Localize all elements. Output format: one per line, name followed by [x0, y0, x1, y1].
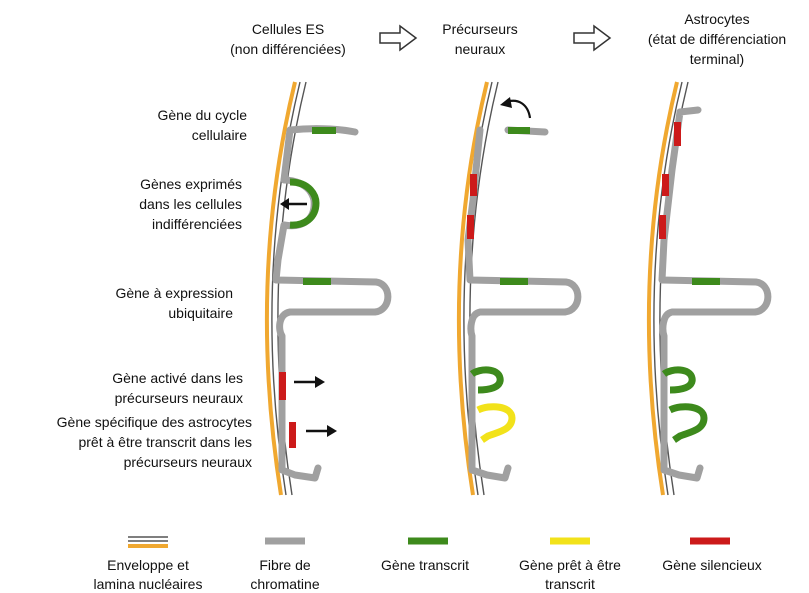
gene-silenced-activated — [279, 372, 286, 400]
gene-silenced-undiff-upper — [662, 174, 669, 196]
gene-transcribed-ubiquitous — [500, 278, 528, 285]
legend-chromatin: Fibre de chromatine — [250, 541, 319, 592]
header-es-cells: Cellules ES (non différenciées) — [230, 21, 346, 57]
gene-transcribed-activated — [472, 370, 500, 390]
label-cell-cycle-line2: cellulaire — [192, 127, 247, 143]
legend-chromatin-line2: chromatine — [250, 576, 319, 592]
label-activated-line2: précurseurs neuraux — [115, 390, 243, 406]
label-activated-line1: Gène activé dans les — [112, 370, 243, 386]
legend-ready: Gène prêt à être transcrit — [519, 541, 621, 592]
gene-transcribed-activated — [664, 370, 692, 390]
gene-silenced-undiff-lower — [467, 215, 474, 239]
gene-silenced-undiff-lower — [659, 215, 666, 239]
arrow-right-activated-icon — [294, 376, 325, 388]
gene-transcribed-ubiquitous — [303, 278, 331, 285]
legend-chromatin-line1: Fibre de — [259, 557, 311, 573]
label-undifferentiated-genes: Gènes exprimés dans les cellules indiffé… — [139, 176, 242, 232]
panel-neural-precursors — [459, 82, 578, 495]
header-astro-line3: terminal) — [690, 51, 744, 67]
gene-transcribed-astro-specific — [670, 407, 704, 440]
gene-silenced-undiff-upper — [470, 174, 477, 196]
legend-silenced: Gène silencieux — [662, 541, 762, 573]
panel-es-cells — [267, 82, 388, 495]
gene-ready-astro-specific — [478, 407, 512, 440]
label-undiff-line1: Gènes exprimés — [140, 176, 242, 192]
label-astro-specific-line3: précurseurs neuraux — [124, 454, 252, 470]
gene-transcribed-ubiquitous — [692, 278, 720, 285]
chromatin-fiber — [468, 130, 578, 478]
header-precursors-line2: neuraux — [455, 41, 506, 57]
label-ubiquitous-gene: Gène à expression ubiquitaire — [115, 285, 233, 321]
label-astro-specific-line1: Gène spécifique des astrocytes — [57, 414, 252, 430]
gene-silenced-cell-cycle — [674, 122, 681, 146]
legend-transcribed-line1: Gène transcrit — [381, 557, 469, 573]
legend-transcribed: Gène transcrit — [381, 541, 469, 573]
label-astro-specific-line2: prêt à être transcrit dans les — [78, 434, 252, 450]
header-astro-line1: Astrocytes — [684, 11, 749, 27]
arrow-right-astro-icon — [306, 425, 337, 437]
header-es-line2: (non différenciées) — [230, 41, 346, 57]
label-ubiquitous-line1: Gène à expression — [115, 285, 233, 301]
header-es-line1: Cellules ES — [252, 21, 324, 37]
label-undiff-line3: indifférenciées — [152, 216, 242, 232]
gene-transcribed-cell-cycle — [312, 127, 336, 134]
curved-arrow-icon — [500, 97, 530, 118]
legend-envelope-line1: Enveloppe et — [107, 557, 189, 573]
gene-silenced-astro-specific — [289, 422, 296, 448]
label-cell-cycle-gene: Gène du cycle cellulaire — [158, 107, 248, 143]
label-astrocyte-specific-gene: Gène spécifique des astrocytes prêt à êt… — [57, 414, 252, 470]
header-astrocytes: Astrocytes (état de différenciation term… — [648, 11, 786, 67]
header-astro-line2: (état de différenciation — [648, 31, 786, 47]
stage-arrow-2-icon — [574, 26, 610, 50]
stage-arrow-1-icon — [380, 26, 416, 50]
gene-transcribed-cell-cycle — [508, 127, 530, 134]
label-activated-gene: Gène activé dans les précurseurs neuraux — [112, 370, 243, 406]
chromatin-fiber — [662, 110, 768, 478]
header-precursors: Précurseurs neuraux — [442, 21, 517, 57]
legend: Enveloppe et lamina nucléaires Fibre de … — [94, 537, 762, 592]
legend-ready-line2: transcrit — [545, 576, 595, 592]
label-ubiquitous-line2: ubiquitaire — [168, 305, 233, 321]
legend-ready-line1: Gène prêt à être — [519, 557, 621, 573]
legend-silenced-line1: Gène silencieux — [662, 557, 762, 573]
panel-astrocytes — [649, 82, 768, 495]
label-undiff-line2: dans les cellules — [139, 196, 242, 212]
label-cell-cycle-line1: Gène du cycle — [158, 107, 248, 123]
legend-envelope: Enveloppe et lamina nucléaires — [94, 537, 203, 592]
header-precursors-line1: Précurseurs — [442, 21, 517, 37]
legend-envelope-line2: lamina nucléaires — [94, 576, 203, 592]
